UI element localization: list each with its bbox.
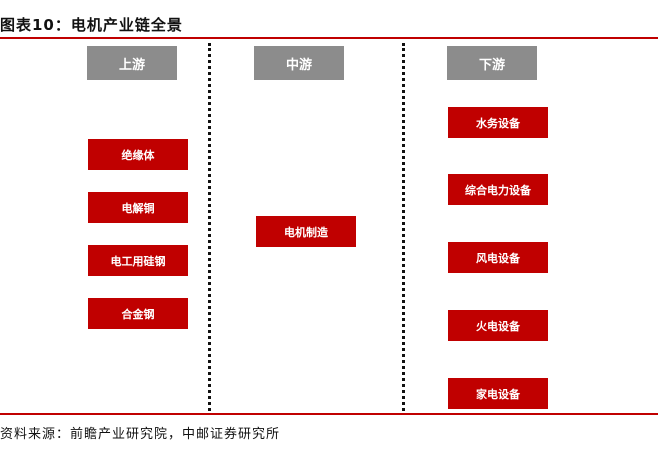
top-divider (0, 37, 658, 39)
node-wind-power-equipment: 风电设备 (448, 242, 548, 273)
node-electrolytic-copper: 电解铜 (88, 192, 188, 223)
midstream-header: 中游 (254, 46, 344, 80)
node-insulator: 绝缘体 (88, 139, 188, 170)
node-water-equipment: 水务设备 (448, 107, 548, 138)
node-alloy-steel: 合金钢 (88, 298, 188, 329)
divider-dotted-left (208, 43, 211, 411)
node-thermal-power-equipment: 火电设备 (448, 310, 548, 341)
node-electrical-silicon-steel: 电工用硅钢 (88, 245, 188, 276)
downstream-header: 下游 (447, 46, 537, 80)
node-integrated-power-equipment: 综合电力设备 (448, 174, 548, 205)
divider-dotted-right (402, 43, 405, 411)
source-note: 资料来源：前瞻产业研究院，中邮证券研究所 (0, 427, 281, 442)
bottom-divider (0, 413, 658, 415)
upstream-header: 上游 (87, 46, 177, 80)
node-home-appliance-equipment: 家电设备 (448, 378, 548, 409)
figure-title: 图表10：电机产业链全景 (0, 16, 183, 34)
node-motor-manufacturing: 电机制造 (256, 216, 356, 247)
